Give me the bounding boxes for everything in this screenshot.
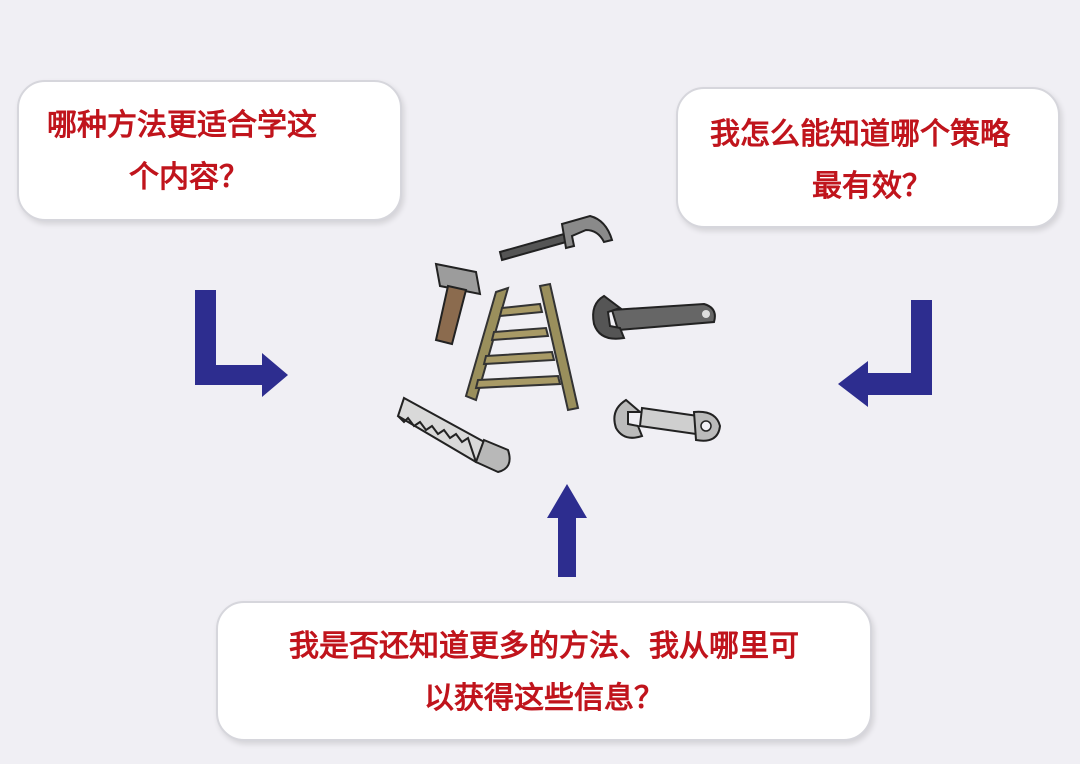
question-right-line1: 我怎么能知道哪个策略 xyxy=(678,109,1058,161)
mallet-icon xyxy=(436,264,480,344)
question-left-line1: 哪种方法更适合学这 xyxy=(19,100,400,152)
ladder-icon xyxy=(466,284,578,410)
question-bubble-left: 哪种方法更适合学这 个内容？ xyxy=(17,80,402,221)
question-bottom-line2: 以获得这些信息？ xyxy=(218,673,870,725)
bent-arrow-right-icon xyxy=(832,295,938,415)
question-bubble-bottom: 我是否还知道更多的方法、我从哪里可 以获得这些信息？ xyxy=(216,601,872,741)
spanner-icon xyxy=(614,400,720,441)
bent-arrow-left-icon xyxy=(190,285,292,405)
adjustable-wrench-icon xyxy=(593,296,715,339)
question-left-line2: 个内容？ xyxy=(19,152,400,204)
saw-icon xyxy=(398,398,510,472)
question-bottom-line1: 我是否还知道更多的方法、我从哪里可 xyxy=(218,621,870,673)
tools-illustration xyxy=(380,200,740,500)
hammer-icon xyxy=(500,216,612,260)
